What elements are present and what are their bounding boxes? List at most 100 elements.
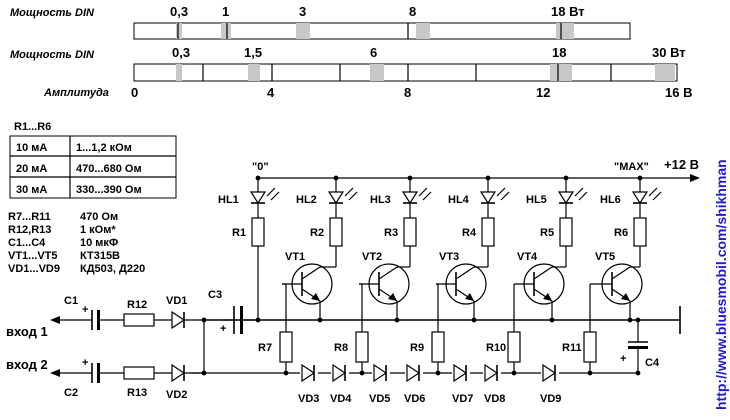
c2-plus: + xyxy=(82,357,88,369)
led-ray-icon xyxy=(574,187,584,197)
table-row: 30 мА xyxy=(16,184,47,196)
diode-label: VD3 xyxy=(298,393,319,405)
emitter-arrow-icon xyxy=(543,293,552,301)
emitter-arrow-icon xyxy=(311,293,320,301)
part-value: 1 кОм* xyxy=(80,224,116,236)
c4-plus: + xyxy=(620,353,626,365)
led-ray-icon xyxy=(348,191,358,201)
resistor-label: R8 xyxy=(334,342,348,354)
led-ray-icon xyxy=(496,187,506,197)
led-ray-icon xyxy=(418,187,428,197)
input-1-label: вход 1 xyxy=(6,324,48,339)
vd1-label: VD1 xyxy=(166,295,187,307)
led-label: HL4 xyxy=(448,194,470,206)
part-ref: VT1...VT5 xyxy=(8,250,58,262)
scale-row-3-label: Амплитуда xyxy=(43,87,109,99)
transistor-label: VT5 xyxy=(595,251,615,263)
zero-label: "0" xyxy=(252,161,269,173)
r12-label: R12 xyxy=(127,299,147,311)
led-label: HL5 xyxy=(526,194,547,206)
led-icon xyxy=(631,191,649,205)
emitter-arrow-icon xyxy=(621,293,630,301)
scale-row-2: Мощность DIN 0,3 1,5 6 18 30 Вт xyxy=(10,45,686,82)
led-label: HL1 xyxy=(218,194,239,206)
part-value: 10 мкФ xyxy=(80,237,118,249)
junction-dot xyxy=(627,317,633,323)
led-ray-icon xyxy=(652,191,662,201)
led-label: HL6 xyxy=(600,194,621,206)
resistor-icon xyxy=(355,331,369,363)
part-value: КД503, Д220 xyxy=(80,263,145,275)
led-ray-icon xyxy=(578,191,588,201)
input-2-label: вход 2 xyxy=(6,357,48,372)
resistor-label: R9 xyxy=(410,342,424,354)
scale-2-tick-3: 18 xyxy=(552,45,566,60)
resistor-label: R6 xyxy=(614,227,628,239)
diode-icon xyxy=(542,363,557,383)
resistor-icon xyxy=(633,217,647,247)
transistor-collector xyxy=(378,266,398,280)
resistor-label: R3 xyxy=(384,227,398,239)
transistor-label: VT2 xyxy=(362,251,382,263)
c3-label: C3 xyxy=(208,289,222,301)
circuit-wiring xyxy=(190,174,700,376)
table-header: R1...R6 xyxy=(14,121,51,133)
diode-icon xyxy=(484,363,499,383)
part-ref: R12,R13 xyxy=(8,224,51,236)
emitter-arrow-icon xyxy=(388,293,397,301)
scale-3-tick-3: 12 xyxy=(536,85,550,100)
part-value: 470 Ом xyxy=(80,211,118,223)
resistor-label: R11 xyxy=(562,342,582,354)
junction-dot xyxy=(394,317,400,323)
resistor-label: R4 xyxy=(462,227,477,239)
max-label: "MAX" xyxy=(614,161,649,173)
c1-label: C1 xyxy=(64,295,78,307)
diode-label: VD5 xyxy=(369,393,390,405)
scale-3-tick-0: 0 xyxy=(131,85,138,100)
resistor-icon xyxy=(507,331,521,363)
transistor-collector xyxy=(533,266,553,280)
junction-dot xyxy=(587,370,593,376)
scale-2-tick-4: 30 Вт xyxy=(652,45,686,60)
diode-label: VD4 xyxy=(330,393,352,405)
scale-row-2-label: Мощность DIN xyxy=(10,49,95,61)
resistor-label: R10 xyxy=(486,342,506,354)
diode-icon xyxy=(332,363,347,383)
scale-2-tick-2: 6 xyxy=(370,45,377,60)
resistor-icon xyxy=(559,217,573,247)
junction-dot xyxy=(359,370,365,376)
c1-plus: + xyxy=(82,304,88,316)
resistor-icon xyxy=(251,217,265,247)
diode-icon xyxy=(453,363,468,383)
vd2-label: VD2 xyxy=(166,389,187,401)
junction-dot xyxy=(471,317,477,323)
junction-dot xyxy=(549,317,555,323)
scale-2-tick-0: 0,3 xyxy=(172,45,190,60)
led-label: HL3 xyxy=(370,194,391,206)
resistor-icon xyxy=(431,331,445,363)
diode-label: VD7 xyxy=(452,393,473,405)
transistor-label: VT3 xyxy=(439,251,459,263)
scale-1-tick-1: 1 xyxy=(222,4,229,19)
resistor-label: R2 xyxy=(310,227,324,239)
transistor-collector xyxy=(301,266,321,280)
scale-1-tick-3: 8 xyxy=(409,4,416,19)
diode-icon xyxy=(406,363,421,383)
led-label: HL2 xyxy=(296,194,317,206)
scale-row-3: Амплитуда 0 4 8 12 16 В xyxy=(43,85,692,100)
scale-1-tick-4: 18 Вт xyxy=(551,4,585,19)
circuit-labels: "0" "MAX" +12 В вход 1 вход 2 C1 C2 + + … xyxy=(6,157,699,401)
diode-icon xyxy=(373,363,388,383)
resistor-icon xyxy=(279,331,293,363)
transistor-label: VT4 xyxy=(517,251,538,263)
input-1-branch xyxy=(50,310,204,330)
led-ray-icon xyxy=(266,187,276,197)
part-ref: VD1...VD9 xyxy=(8,263,60,275)
led-ray-icon xyxy=(500,191,510,201)
resistor-icon xyxy=(329,217,343,247)
